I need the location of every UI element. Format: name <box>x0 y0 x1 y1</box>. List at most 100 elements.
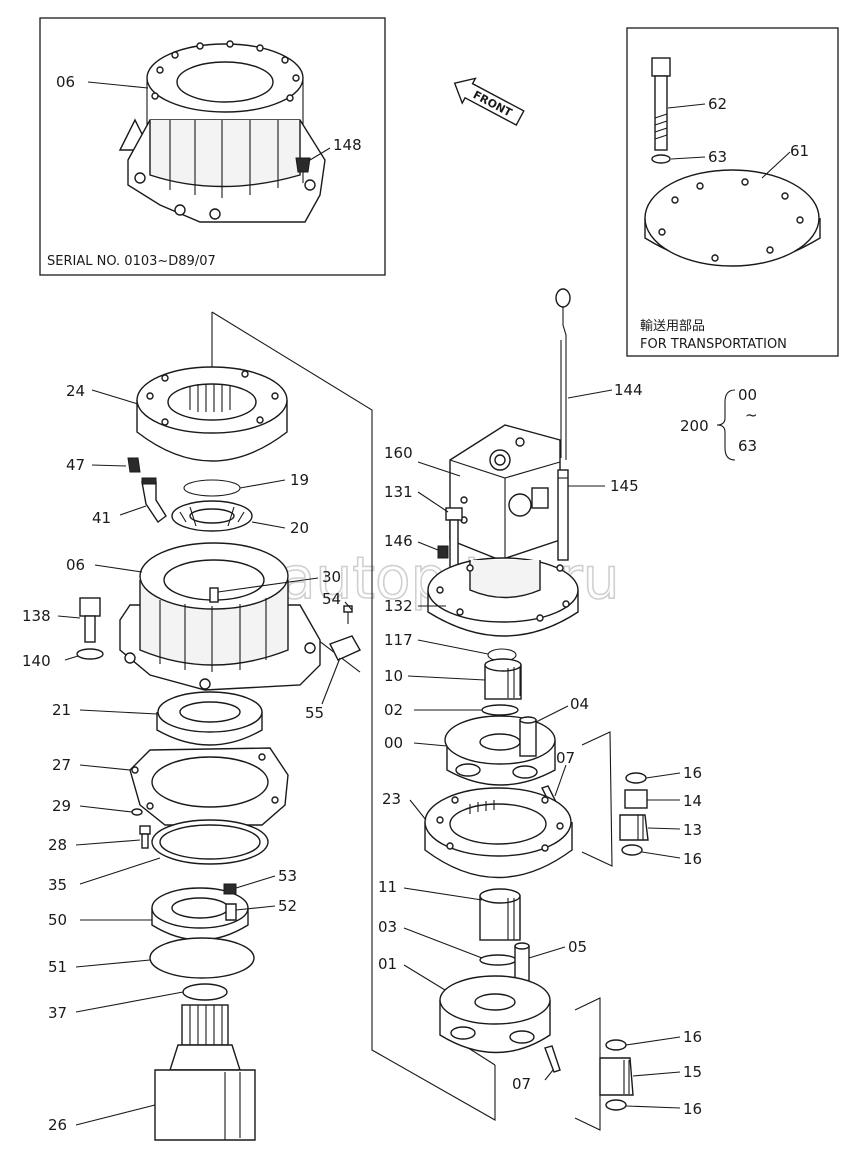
label-part-07-upper: 07 <box>556 749 575 767</box>
planet-group-upper <box>581 731 649 867</box>
washer-63 <box>651 154 671 164</box>
label-part-35: 35 <box>48 876 67 894</box>
label-part-06: 06 <box>66 556 85 574</box>
label-part-63: 63 <box>708 148 727 166</box>
label-part-50: 50 <box>48 911 67 929</box>
label-part-16-d: 16 <box>683 1100 702 1118</box>
cover-27 <box>129 747 289 826</box>
label-part-117: 117 <box>384 631 413 649</box>
label-part-16-c: 16 <box>683 1028 702 1046</box>
svg-text:200: 200 <box>680 417 709 435</box>
label-part-28: 28 <box>48 836 67 854</box>
label-part-148: 148 <box>333 136 362 154</box>
label-part-27: 27 <box>52 756 71 774</box>
label-part-04: 04 <box>570 695 589 713</box>
label-part-06-inset: 06 <box>56 73 75 91</box>
label-part-47: 47 <box>66 456 85 474</box>
label-part-26: 26 <box>48 1116 67 1134</box>
label-part-16-a: 16 <box>683 764 702 782</box>
dipstick-144 <box>555 288 571 460</box>
caption-transport-en: FOR TRANSPORTATION <box>640 337 787 352</box>
bolt-138 <box>79 597 101 643</box>
right-labels: 144 160 145 131 146 132 117 10 02 04 00 … <box>378 381 702 1118</box>
planet-group-lower <box>574 997 634 1131</box>
assembly-reference: 200 00 ~ 63 <box>680 386 758 461</box>
sun-gear-11 <box>479 888 521 941</box>
plug-53 <box>223 883 237 895</box>
label-part-00: 00 <box>384 734 403 752</box>
label-part-01: 01 <box>378 955 397 973</box>
front-direction-arrow: FRONT <box>453 77 525 126</box>
svg-text:63: 63 <box>738 437 757 455</box>
pin-05 <box>514 942 530 989</box>
bearing-20 <box>171 500 253 532</box>
label-part-19: 19 <box>290 471 309 489</box>
thrust-plate-02 <box>481 704 519 716</box>
label-part-132: 132 <box>384 597 413 615</box>
ring-51 <box>149 937 255 979</box>
bearing-21 <box>156 691 263 746</box>
washer-140 <box>76 648 104 660</box>
carrier-01 <box>439 975 551 1054</box>
pin-04 <box>519 716 537 757</box>
label-part-02: 02 <box>384 701 403 719</box>
ring-gear-23 <box>424 787 573 879</box>
o-ring-35 <box>151 819 269 865</box>
thrust-plate-03 <box>479 954 517 966</box>
label-part-07-lower: 07 <box>512 1075 531 1093</box>
label-part-20: 20 <box>290 519 309 537</box>
bolt-28 <box>139 825 151 849</box>
motor-flange <box>427 557 579 637</box>
label-part-140: 140 <box>22 652 51 670</box>
fitting-52 <box>225 903 237 921</box>
serial-number-caption: SERIAL NO. 0103~D89/07 <box>47 254 216 269</box>
label-part-14: 14 <box>683 792 702 810</box>
label-part-145: 145 <box>610 477 639 495</box>
plate-55 <box>329 635 361 661</box>
carrier-00 <box>444 715 556 786</box>
plug-47 <box>127 457 141 473</box>
label-part-03: 03 <box>378 918 397 936</box>
label-part-21: 21 <box>52 701 71 719</box>
caption-transport-jp: 輸送用部品 <box>640 319 705 334</box>
oil-seal-50 <box>151 887 249 941</box>
elbow-fitting-41 <box>141 477 167 524</box>
label-part-41: 41 <box>92 509 111 527</box>
label-part-61: 61 <box>790 142 809 160</box>
label-part-53: 53 <box>278 867 297 885</box>
pinion-shaft-26 <box>154 1004 256 1141</box>
label-part-24: 24 <box>66 382 85 400</box>
left-leader-lines <box>57 389 353 1126</box>
ring-gear-24 <box>136 366 288 462</box>
left-labels: 24 47 41 19 20 06 30 54 138 140 55 21 27… <box>22 382 341 1134</box>
label-part-15: 15 <box>683 1063 702 1081</box>
roll-pin-07-lower <box>544 1045 561 1073</box>
transport-plate-61 <box>644 169 821 267</box>
label-part-144: 144 <box>614 381 643 399</box>
right-leader-lines <box>403 389 681 1109</box>
label-part-51: 51 <box>48 958 67 976</box>
label-part-30: 30 <box>322 568 341 586</box>
label-part-05: 05 <box>568 938 587 956</box>
label-part-10: 10 <box>384 667 403 685</box>
housing-06-inset <box>118 40 326 223</box>
svg-text:00: 00 <box>738 386 757 404</box>
housing-06 <box>119 542 321 691</box>
label-part-62: 62 <box>708 95 727 113</box>
label-part-29: 29 <box>52 797 71 815</box>
label-part-55: 55 <box>305 704 324 722</box>
label-part-54: 54 <box>322 590 341 608</box>
label-part-11: 11 <box>378 878 397 896</box>
inset-transportation-parts: 62 63 61 輸送用部品 FOR TRANSPORTATION <box>626 27 839 357</box>
washer-29 <box>131 808 143 816</box>
sun-gear-10 <box>484 658 522 700</box>
inset-serial-variant: 06 148 SERIAL NO. 0103~D89/07 <box>39 17 386 276</box>
label-part-37: 37 <box>48 1004 67 1022</box>
bolt-62 <box>651 57 671 151</box>
svg-text:~: ~ <box>745 406 758 424</box>
label-part-160: 160 <box>384 444 413 462</box>
pipe-145 <box>557 469 569 561</box>
label-part-23: 23 <box>382 790 401 808</box>
label-part-131: 131 <box>384 483 413 501</box>
